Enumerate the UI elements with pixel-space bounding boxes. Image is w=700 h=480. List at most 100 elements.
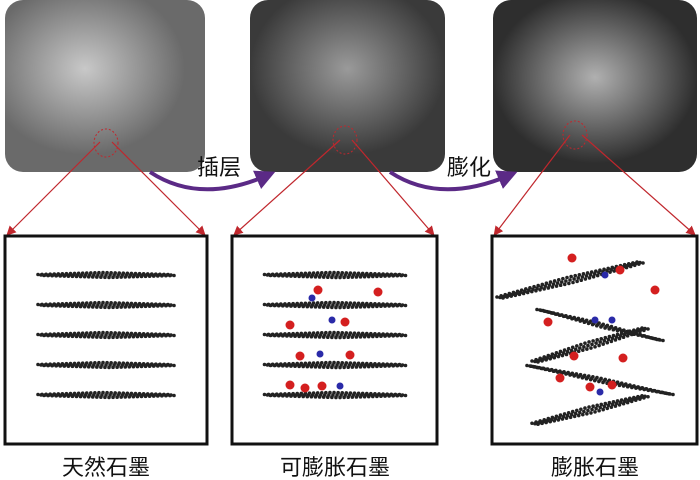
carbon-atom <box>68 271 73 276</box>
carbon-atom <box>641 261 645 265</box>
carbon-atom <box>393 332 398 337</box>
carbon-atom <box>665 391 669 396</box>
carbon-atom <box>166 362 170 367</box>
carbon-atom <box>389 302 394 307</box>
carbon-atom <box>137 301 142 306</box>
carbon-atom <box>340 361 345 365</box>
carbon-atom <box>283 272 287 276</box>
carbon-atom <box>332 300 336 305</box>
carbon-atom <box>538 419 542 423</box>
carbon-atom <box>328 270 332 275</box>
carbon-atom <box>369 331 373 336</box>
model-box-expandable <box>230 234 439 446</box>
carbon-atom <box>393 392 398 397</box>
carbon-atom <box>129 361 134 366</box>
carbon-atom <box>632 384 636 388</box>
carbon-atom <box>295 391 300 396</box>
carbon-atom <box>385 332 390 336</box>
carbon-atom <box>551 311 556 315</box>
carbon-atom <box>68 361 73 366</box>
carbon-atom <box>609 324 614 329</box>
carbon-atom <box>44 272 48 277</box>
carbon-atom <box>668 392 672 396</box>
carbon-atom <box>636 385 640 389</box>
carbon-atom <box>364 301 369 306</box>
carbon-atom <box>262 362 267 367</box>
carbon-atom <box>141 361 146 366</box>
carbon-atom <box>344 271 349 275</box>
carbon-atom <box>356 391 361 396</box>
carbon-atom <box>162 302 166 307</box>
carbon-atom <box>617 327 622 331</box>
carbon-atom <box>541 366 546 371</box>
carbon-atom <box>89 361 93 365</box>
carbon-atom <box>564 279 568 283</box>
carbon-atom <box>607 400 612 405</box>
carbon-atom <box>121 391 126 395</box>
carbon-atom <box>632 328 636 332</box>
carbon-atom <box>84 391 89 395</box>
carbon-atom <box>562 348 567 352</box>
carbon-atom <box>605 406 610 411</box>
carbon-atom <box>389 392 394 397</box>
carbon-atom <box>270 362 275 367</box>
carbon-atom <box>162 362 166 367</box>
carbon-atom <box>544 281 549 286</box>
carbon-atom <box>172 363 176 368</box>
carbon-atom <box>623 397 628 402</box>
carbon-atom <box>344 301 349 305</box>
nitrogen-atom <box>601 271 609 279</box>
carbon-atom <box>109 330 113 335</box>
carbon-atom <box>40 302 44 307</box>
carbon-atom <box>661 390 665 395</box>
carbon-atom <box>348 331 353 335</box>
carbon-atom <box>154 392 158 396</box>
carbon-atom <box>283 362 287 366</box>
carbon-atom <box>109 270 113 275</box>
carbon-atom <box>76 301 81 306</box>
carbon-atom <box>274 272 279 276</box>
carbon-atom <box>328 390 332 395</box>
carbon-atom <box>274 332 279 336</box>
carbon-atom <box>561 276 565 281</box>
carbon-atom <box>389 362 394 367</box>
carbon-atom <box>598 268 602 273</box>
carbon-atom <box>598 340 602 344</box>
carbon-atom <box>295 271 300 276</box>
step-label-expansion: 膨化 <box>447 156 492 181</box>
carbon-atom <box>80 331 85 335</box>
carbon-atom <box>336 330 340 335</box>
carbon-atom <box>279 362 283 366</box>
carbon-atom <box>550 352 555 356</box>
carbon-atom <box>601 342 605 346</box>
carbon-atom <box>550 415 555 420</box>
carbon-atom <box>113 271 117 275</box>
carbon-atom <box>360 361 365 366</box>
carbon-atom <box>356 271 361 276</box>
carbon-atom <box>64 391 69 396</box>
carbon-atom <box>595 338 599 342</box>
carbon-atom <box>579 278 584 283</box>
carbon-atom <box>393 302 398 307</box>
carbon-atom <box>377 332 381 336</box>
carbon-atom <box>622 262 627 267</box>
carbon-atom <box>631 261 635 265</box>
carbon-atom <box>56 332 61 336</box>
carbon-atom <box>613 325 618 330</box>
carbon-atom <box>109 360 113 365</box>
carbon-atom <box>589 270 594 274</box>
carbon-atom <box>397 362 402 367</box>
carbon-atom <box>571 280 575 285</box>
carbon-atom <box>89 271 93 275</box>
carbon-atom <box>149 392 154 396</box>
carbon-atom <box>381 272 385 276</box>
carbon-atom <box>36 272 40 277</box>
carbon-atom <box>274 302 279 306</box>
carbon-atom <box>603 377 608 382</box>
carbon-atom <box>76 331 81 336</box>
carbon-atom <box>552 279 557 283</box>
carbon-atom <box>311 361 316 365</box>
carbon-atom <box>537 365 542 370</box>
carbon-atom <box>615 332 620 337</box>
oxygen-atom <box>607 380 617 390</box>
